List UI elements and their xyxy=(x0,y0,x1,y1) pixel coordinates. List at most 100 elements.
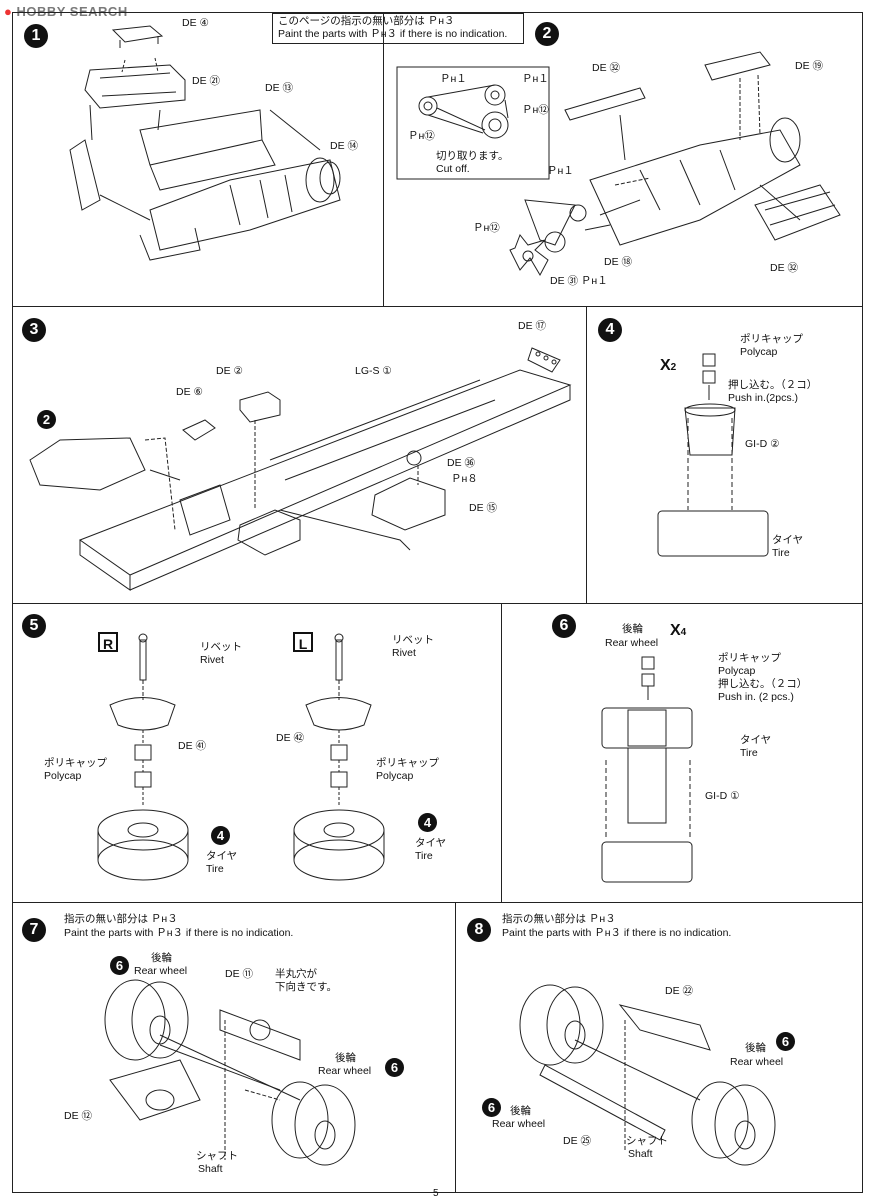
step1-label-de14: DE ⑭ xyxy=(330,140,359,152)
step6-qty: X4 xyxy=(670,622,687,639)
step8-rear-en-b: Rear wheel xyxy=(492,1118,546,1130)
step-number-8: 8 xyxy=(467,918,491,942)
step2-cut-jp: 切り取ります。 xyxy=(436,150,509,162)
step4-polycap-jp: ポリキャップ xyxy=(740,333,803,345)
step7-axle-art xyxy=(104,979,356,1166)
step1-engine-art xyxy=(69,25,341,261)
panel-step-8 xyxy=(455,902,863,1193)
step8-shaft-jp: シャフト xyxy=(626,1135,668,1147)
step5-ref-step-4-r: 4 xyxy=(211,826,230,845)
step5-tire-jp-r: タイヤ xyxy=(206,850,238,862)
step4-part-gid2: GI-D ② xyxy=(745,438,780,450)
step-number-1: 1 xyxy=(24,24,48,48)
step4-push-en: Push in.(2pcs.) xyxy=(728,392,799,404)
step6-qty-count: 4 xyxy=(680,627,687,638)
step7-rear-en-a: Rear wheel xyxy=(134,965,188,977)
step8-rear-jp-a: 後輪 xyxy=(745,1042,766,1054)
step5-polycap-jp-r: ポリキャップ xyxy=(44,757,107,769)
step7-note-en: Paint the parts with Ｐн３ if there is no … xyxy=(64,927,294,939)
step4-tire-jp: タイヤ xyxy=(772,534,804,546)
step6-part-gid1: GI-D ① xyxy=(705,790,740,802)
step4-tire-en: Tire xyxy=(772,547,790,559)
step7-ref-step-6-b: 6 xyxy=(385,1058,404,1077)
step5-tire-en-r: Tire xyxy=(206,863,224,875)
step8-rear-jp-b: 後輪 xyxy=(510,1105,531,1117)
step7-note-jp: 指示の無い部分は Ｐн３ xyxy=(64,913,178,925)
step5-polycap-en-r: Polycap xyxy=(44,770,82,782)
step7-ref-step-6-a: 6 xyxy=(110,956,129,975)
step4-qty-x: X xyxy=(660,357,671,374)
step6-push-jp: 押し込む。（２コ） xyxy=(718,678,808,690)
step3-label-de36: DE ㊱ xyxy=(447,457,476,469)
watermark-text: HOBBY SEARCH xyxy=(16,4,128,19)
step2-cut-en: Cut off. xyxy=(436,163,470,175)
step6-rear-jp: 後輪 xyxy=(622,623,643,635)
step4-wheel-art xyxy=(657,353,769,557)
step1-label-de21: DE ㉑ xyxy=(192,75,221,87)
step1-label-de13: DE ⑬ xyxy=(265,82,294,94)
step7-half-jp-2: 下向きです。 xyxy=(275,981,337,993)
step5-part-de42: DE ㊷ xyxy=(276,732,305,744)
step2-label-de32-bottom: DE ㉜ xyxy=(770,262,799,274)
page-number: 5 xyxy=(433,1188,439,1199)
step1-note-en: Paint the parts with Ｐн３ if there is no … xyxy=(278,28,508,40)
step2-label-ph1: Ｐн１ xyxy=(547,165,574,177)
step3-label-ph8: Ｐн８ xyxy=(451,473,478,485)
step8-part-de22: DE ㉒ xyxy=(665,985,694,997)
step4-polycap-en: Polycap xyxy=(740,346,778,358)
step1-note-jp: このページの指示の無い部分は Ｐн３ xyxy=(278,15,455,27)
step6-polycap-en: Polycap xyxy=(718,665,756,677)
step5-side-l: L xyxy=(293,632,313,652)
step-number-2: 2 xyxy=(535,22,559,46)
step3-label-lgs1: LG-S ① xyxy=(355,365,392,377)
step-number-4: 4 xyxy=(598,318,622,342)
step6-tire-jp: タイヤ xyxy=(740,734,772,746)
step6-rear-en: Rear wheel xyxy=(605,637,659,649)
step6-tire-en: Tire xyxy=(740,747,758,759)
step5-part-de41: DE ㊶ xyxy=(178,740,207,752)
step8-shaft-en: Shaft xyxy=(628,1148,653,1160)
step4-qty-count: 2 xyxy=(670,362,677,373)
step7-part-de12: DE ⑫ xyxy=(64,1110,93,1122)
step2-label-de31-ph1: DE ㉛ Ｐн１ xyxy=(550,275,608,287)
step8-axle-art xyxy=(519,984,776,1166)
step8-rear-en-a: Rear wheel xyxy=(730,1056,784,1068)
watermark-logo: ● HOBBY SEARCH xyxy=(4,4,128,19)
step5-rivet-jp-r: リベット xyxy=(200,641,242,653)
step2-label-de18: DE ⑱ xyxy=(604,256,633,268)
step8-note-jp: 指示の無い部分は Ｐн３ xyxy=(502,913,616,925)
step3-chassis-art xyxy=(29,347,572,591)
step5-side-r: R xyxy=(98,632,118,652)
step6-push-en: Push in. (2 pcs.) xyxy=(718,691,794,703)
step5-rivet-en-l: Rivet xyxy=(392,647,416,659)
step8-ref-step-6-a: 6 xyxy=(776,1032,795,1051)
step6-qty-x: X xyxy=(670,622,681,639)
step2-inset-label-ph1-a: Ｐн１ xyxy=(440,73,467,85)
step5-ref-step-4-l: 4 xyxy=(418,813,437,832)
step5-wheel-art xyxy=(97,633,385,881)
step3-label-de2: DE ② xyxy=(216,365,243,377)
step1-label-de4: DE ④ xyxy=(182,17,209,29)
step2-engine-art xyxy=(509,51,841,277)
step7-rear-jp-b: 後輪 xyxy=(335,1052,356,1064)
step7-part-de11: DE ⑪ xyxy=(225,968,254,980)
step7-half-jp-1: 半丸穴が xyxy=(275,968,317,980)
step1-note-box xyxy=(272,13,524,44)
step2-label-de19: DE ⑲ xyxy=(795,60,824,72)
step2-inset-label-ph1-b: Ｐн１ xyxy=(522,73,549,85)
step2-label-ph12: Ｐн⑫ xyxy=(473,222,500,234)
step8-part-de25: DE ㉕ xyxy=(563,1135,592,1147)
step7-shaft-jp: シャフト xyxy=(196,1150,238,1162)
step5-polycap-en-l: Polycap xyxy=(376,770,414,782)
step3-label-de15: DE ⑮ xyxy=(469,502,498,514)
step7-rear-jp-a: 後輪 xyxy=(151,952,172,964)
step5-rivet-jp-l: リベット xyxy=(392,634,434,646)
step2-belt-inset-art xyxy=(396,66,550,180)
step5-rivet-en-r: Rivet xyxy=(200,654,224,666)
step7-rear-en-b: Rear wheel xyxy=(318,1065,372,1077)
step2-inset-label-ph12-b: Ｐн⑫ xyxy=(408,130,435,142)
step8-note-en: Paint the parts with Ｐн３ if there is no … xyxy=(502,927,732,939)
step-number-7: 7 xyxy=(22,918,46,942)
step-number-3: 3 xyxy=(22,318,46,342)
